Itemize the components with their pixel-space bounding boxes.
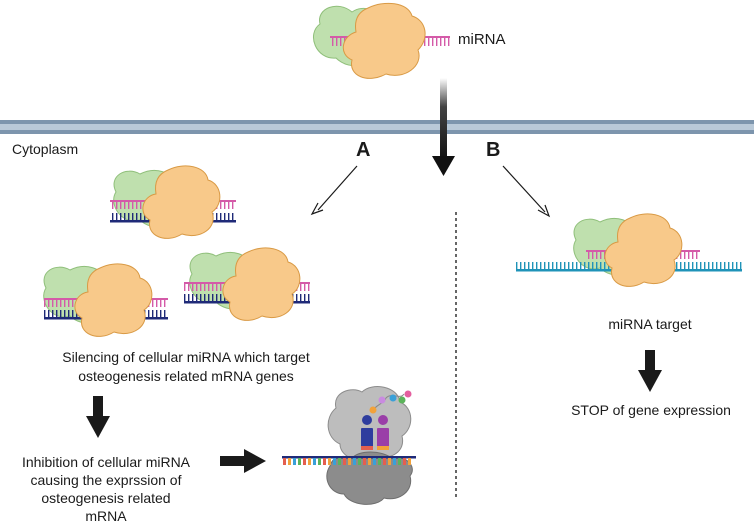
inhibition-line-4: mRNA: [85, 508, 127, 524]
mrna-bases: [283, 458, 411, 465]
cell-membrane: [0, 120, 754, 134]
risc-complex-top: [312, 2, 450, 79]
trna-purple: [377, 428, 389, 450]
stop-label: STOP of gene expression: [571, 402, 731, 418]
path-a-label: A: [356, 139, 371, 161]
arrow-down-b: [638, 350, 662, 392]
import-arrow: [432, 78, 455, 176]
inhibition-line-3: osteogenesis related: [41, 490, 171, 506]
risc-complex-a1: [110, 165, 236, 239]
arrow-path-a: [310, 165, 358, 216]
peptide-chain: [369, 390, 412, 414]
arrow-right-a: [220, 449, 266, 473]
silencing-line-2: osteogenesis related mRNA genes: [78, 368, 294, 384]
path-b-label: B: [486, 139, 501, 161]
risc-complex-a3: [184, 247, 310, 321]
mirna-label: miRNA: [458, 31, 506, 48]
risc-complex-a2: [43, 263, 168, 337]
inhibition-line-2: causing the exprssion of: [30, 472, 182, 488]
cytoplasm-label: Cytoplasm: [12, 141, 79, 157]
inhibition-line-1: Inhibition of cellular miRNA: [21, 454, 191, 470]
arrow-down-a: [86, 396, 110, 438]
mirna-target-label: miRNA target: [608, 316, 692, 332]
arrow-path-b: [502, 165, 551, 218]
ribosome-translation: [282, 386, 416, 505]
silencing-text: Silencing of cellular miRNA which target…: [14, 348, 358, 386]
trna-blue: [361, 428, 373, 450]
silencing-line-1: Silencing of cellular miRNA which target: [62, 349, 310, 365]
inhibition-text: Inhibition of cellular miRNA causing the…: [0, 453, 212, 525]
risc-complex-b: [516, 213, 742, 287]
